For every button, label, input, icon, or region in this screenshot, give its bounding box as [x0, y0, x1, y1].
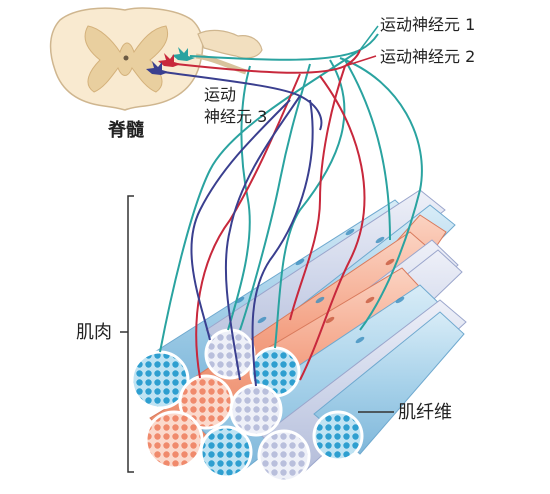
neuron-2-leader	[344, 55, 377, 67]
label-muscle-fiber: 肌纤维	[398, 402, 452, 423]
neuron-2-axon	[175, 49, 366, 381]
fiber-end-blue	[199, 425, 253, 479]
fiber-nuclei-red	[325, 258, 395, 324]
label-muscle: 肌肉	[76, 322, 112, 343]
neuron-3-axon	[163, 71, 323, 387]
fiber-end-grey	[204, 328, 256, 380]
label-motor-neuron-3-line1: 运动	[204, 85, 236, 104]
label-motor-neuron-1: 运动神经元 1	[380, 15, 475, 34]
muscle-bundle	[130, 189, 467, 483]
neuron-3-cell-body	[146, 61, 169, 75]
neuron-2-cell-body	[158, 53, 181, 67]
neuron-1-axon	[159, 33, 423, 353]
label-motor-neuron-2: 运动神经元 2	[380, 47, 475, 66]
spinal-cord	[49, 7, 263, 111]
fiber-end-blue	[312, 410, 364, 462]
fiber-end-red	[144, 410, 204, 470]
muscle-bracket	[127, 195, 134, 473]
label-motor-neuron-3-line2: 神经元 3	[204, 107, 267, 126]
neuron-1-cell-body	[172, 47, 195, 61]
label-spinal-cord: 脊髓	[107, 119, 145, 141]
neuron-1-leader	[359, 25, 379, 51]
fiber-end-grey	[257, 429, 311, 483]
dorsal-root-ganglion	[197, 29, 263, 59]
central-canal	[123, 55, 129, 61]
fiber-end-grey	[229, 383, 283, 437]
